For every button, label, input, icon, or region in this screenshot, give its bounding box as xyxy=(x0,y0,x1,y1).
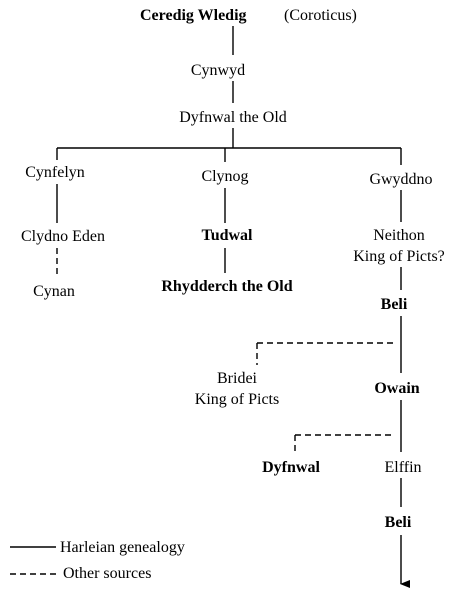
legend: Harleian genealogy Other sources xyxy=(10,539,185,582)
person-dyfnwal: Dyfnwal xyxy=(262,459,320,476)
person-cynan: Cynan xyxy=(33,283,75,300)
person-cynfelyn: Cynfelyn xyxy=(25,164,85,181)
person-ceredig-alias: (Coroticus) xyxy=(284,7,357,24)
person-tudwal: Tudwal xyxy=(202,227,254,244)
person-neithon: Neithon xyxy=(373,227,425,244)
person-cynwyd: Cynwyd xyxy=(191,62,245,79)
person-bridei-title: King of Picts xyxy=(195,391,279,408)
legend-dashed-label: Other sources xyxy=(63,565,151,582)
person-elffin: Elffin xyxy=(384,459,421,476)
person-clynog: Clynog xyxy=(201,168,248,185)
person-rhydderch: Rhydderch the Old xyxy=(161,278,292,295)
person-beli-1: Beli xyxy=(381,296,408,313)
person-clydno: Clydno Eden xyxy=(21,228,105,245)
person-ceredig: Ceredig Wledig xyxy=(140,7,247,24)
connectors xyxy=(56,26,410,588)
person-dyfnwal-old: Dyfnwal the Old xyxy=(179,109,287,126)
person-bridei: Bridei xyxy=(217,370,258,387)
legend-solid-label: Harleian genealogy xyxy=(60,539,185,556)
person-beli-2: Beli xyxy=(385,514,412,531)
person-neithon-title: King of Picts? xyxy=(353,248,445,265)
person-owain: Owain xyxy=(374,380,419,397)
person-gwyddno: Gwyddno xyxy=(369,171,432,188)
